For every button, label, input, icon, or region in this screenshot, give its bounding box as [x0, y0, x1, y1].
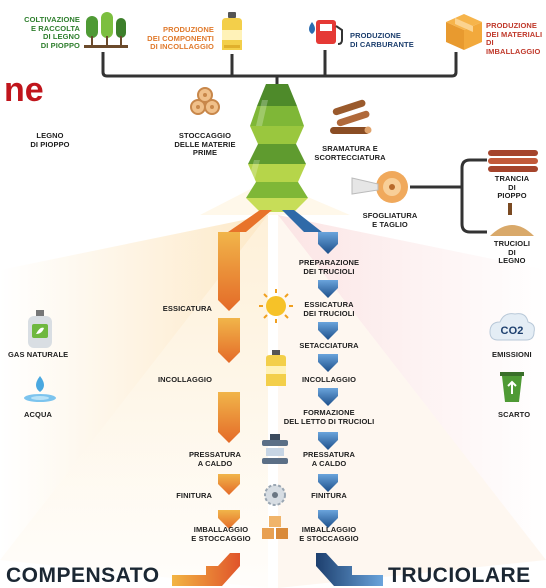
veneer-stack-icon — [488, 150, 538, 172]
label-right-gluing: INCOLLAGGIO — [301, 375, 357, 384]
label-right-mat-forming: FORMAZIONE DEL LETTO DI TRUCIOLI — [283, 408, 375, 426]
label-packaging-materials: PRODUZIONE DEI MATERIALI DI IMBALLAGGIO — [486, 21, 543, 56]
left-flow — [218, 232, 240, 529]
label-right-packaging: IMBALLAGGIO E STOCCAGGIO — [299, 525, 359, 543]
stacked-boxes-icon — [262, 516, 288, 539]
compensato-arrow — [172, 553, 240, 586]
debarked-logs-icon — [330, 99, 372, 134]
label-poplar-cultivation: COLTIVAZIONE E RACCOLTA DI LEGNO DI PIOP… — [24, 15, 80, 50]
gas-cylinder-icon — [28, 310, 52, 348]
label-glue-components: PRODUZIONE DEI COMPONENTI DI INCOLLAGGIO — [147, 25, 214, 51]
right-flow — [318, 232, 338, 528]
label-left-gluing: INCOLLAGGIO — [157, 375, 212, 384]
glue-bottle-icon — [222, 12, 242, 50]
label-right-chip-drying: ESSICATURA DEI TRUCIOLI — [303, 300, 355, 318]
label-left-packaging: IMBALLAGGIO E STOCCAGGIO — [191, 525, 251, 543]
label-poplar-veneer: TRANCIA DI PIOPPO — [494, 174, 530, 200]
label-right-chip-prep: PREPARAZIONE DEI TRUCIOLI — [298, 258, 360, 276]
water-drop-icon — [24, 376, 56, 402]
label-left-finishing: FINITURA — [176, 491, 212, 500]
hot-press-icon — [262, 434, 288, 464]
label-natural-gas: GAS NATURALE — [8, 350, 69, 359]
peeling-lathe-icon — [351, 171, 408, 203]
glue-icon — [266, 350, 286, 386]
recycle-bin-icon — [500, 372, 524, 402]
label-wood-chips: TRUCIOLI DI LEGNO — [493, 239, 531, 265]
tree-trunk — [246, 84, 308, 212]
label-waste: SCARTO — [498, 410, 531, 419]
label-emissions: EMISSIONI — [492, 350, 532, 359]
truciolare-arrow — [316, 553, 383, 586]
poplar-trees-icon — [84, 12, 128, 48]
saw-blade-icon — [264, 484, 286, 506]
label-peeling-cutting: SFOGLIATURA E TAGLIO — [362, 211, 418, 229]
label-debarking: SRAMATURA E SCORTECCIATURA — [314, 144, 386, 162]
cardboard-box-icon — [446, 14, 482, 50]
label-poplar-wood: LEGNO DI PIOPPO — [30, 131, 70, 149]
heading-fragment: ne — [4, 71, 44, 109]
product-particleboard: TRUCIOLARE — [388, 564, 531, 587]
label-left-hot-press: PRESSATURA A CALDO — [188, 450, 242, 468]
co2-cloud-icon — [489, 313, 535, 341]
log-stack-icon — [190, 87, 220, 115]
label-right-finishing: FINITURA — [311, 491, 347, 500]
right-connector — [410, 158, 487, 234]
sun-icon — [259, 289, 293, 323]
label-co2: CO2 — [500, 325, 524, 337]
label-right-screening: SETACCIATURA — [299, 341, 359, 350]
label-water: ACQUA — [24, 410, 52, 419]
label-right-hot-press: PRESSATURA A CALDO — [302, 450, 356, 468]
label-raw-storage: STOCCAGGIO DELLE MATERIE PRIME — [174, 131, 236, 157]
trunk-split — [228, 210, 322, 232]
background-glow — [0, 180, 546, 588]
label-left-drying: ESSICATURA — [162, 304, 212, 313]
product-plywood: COMPENSATO — [6, 564, 160, 587]
wood-chips-pile-icon — [490, 203, 534, 236]
fuel-pump-icon — [309, 20, 343, 45]
label-fuel-production: PRODUZIONE DI CARBURANTE — [350, 31, 414, 49]
